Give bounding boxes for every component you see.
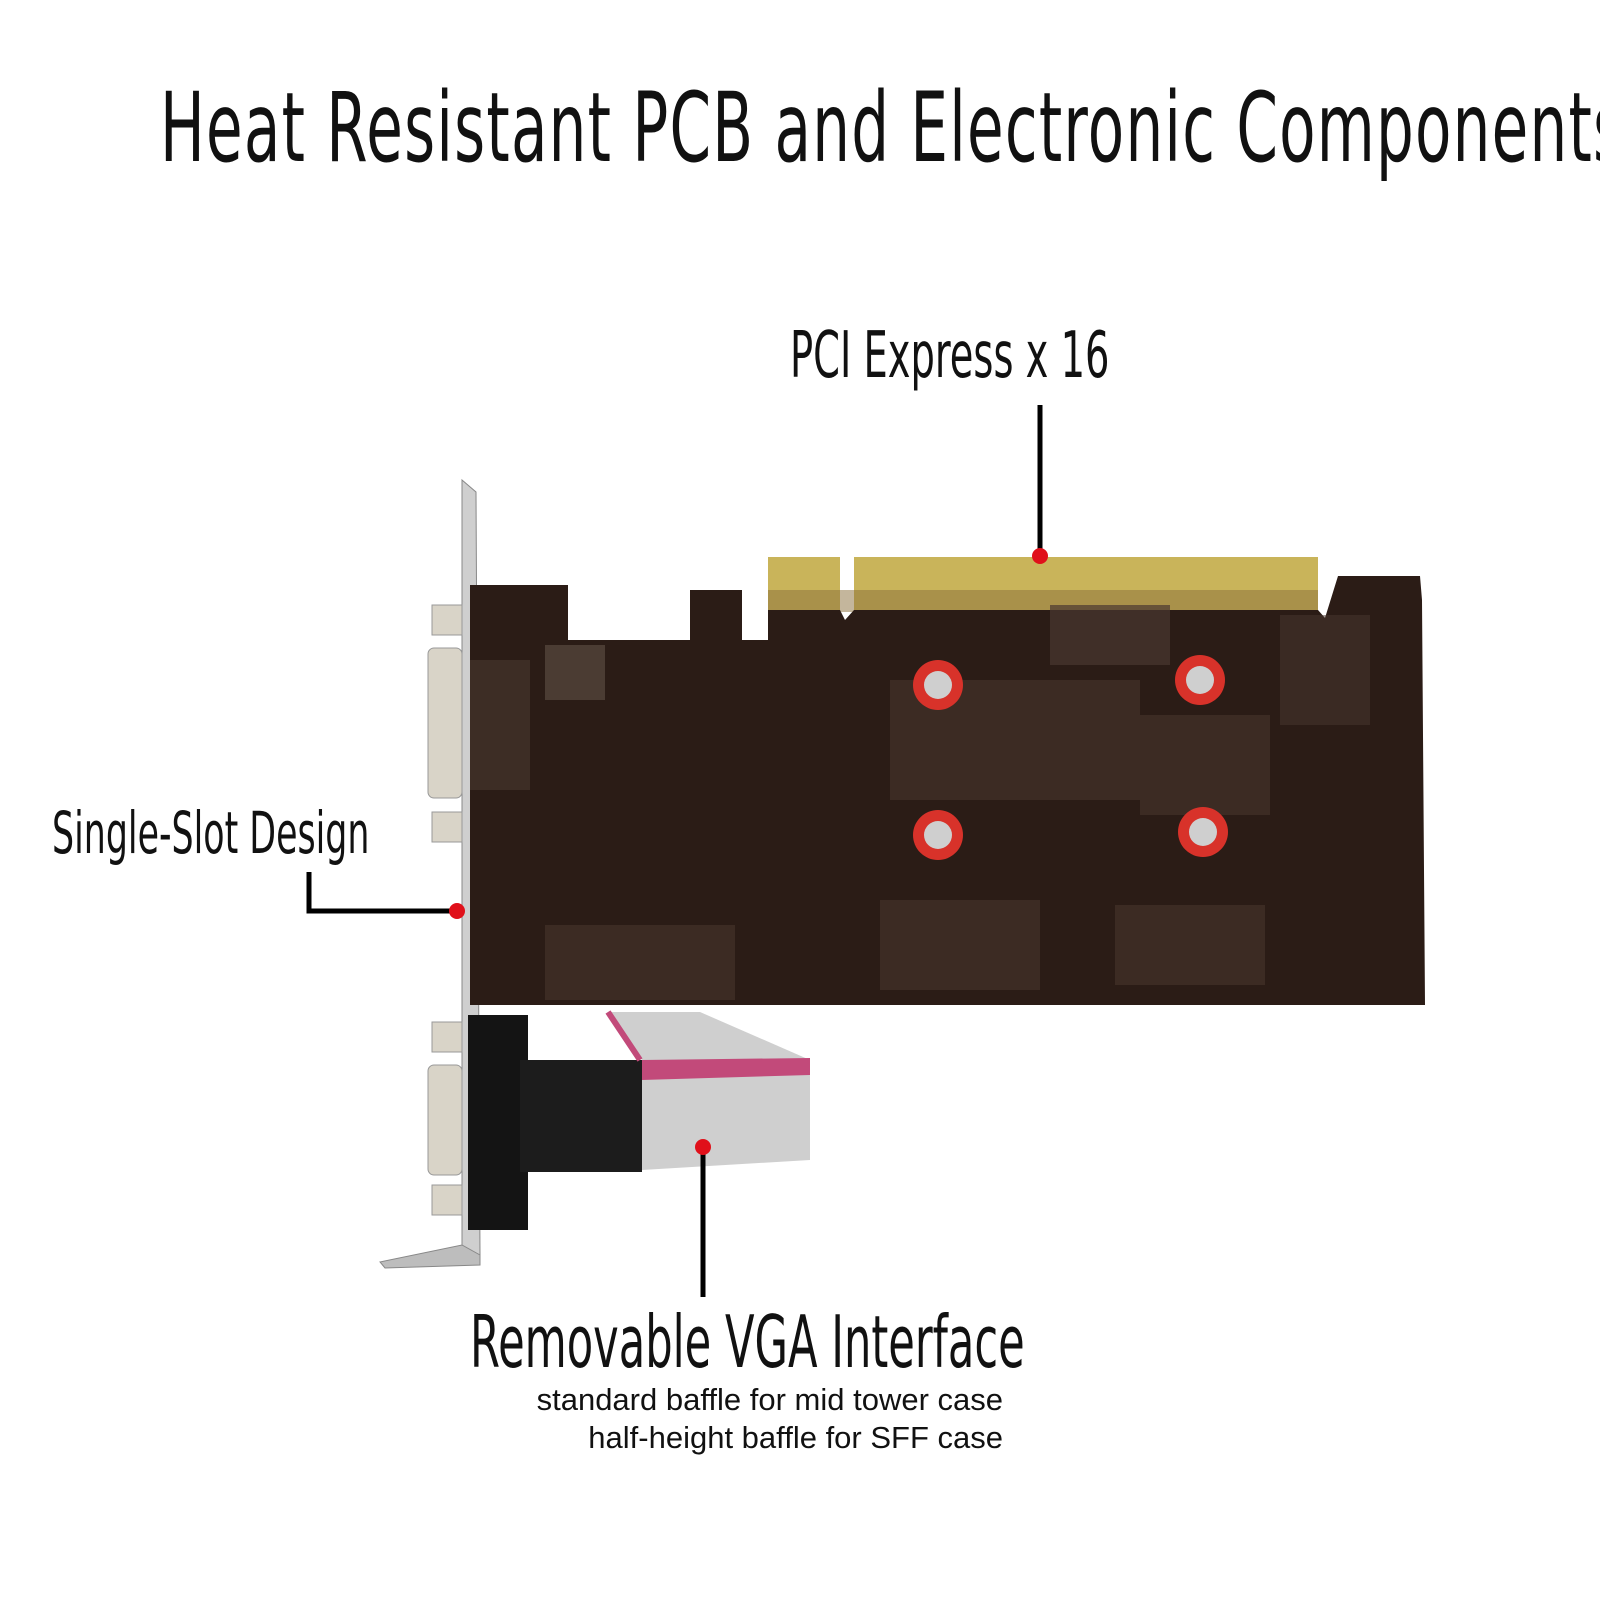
removable-vga-module	[468, 1010, 810, 1230]
pci-express-gold-fingers	[768, 557, 1318, 617]
pci-express-label: PCI Express x 16	[790, 319, 1110, 393]
vga-subtitle-half-height: half-height baffle for SFF case	[588, 1420, 1003, 1455]
heatsink-screws	[913, 655, 1228, 860]
vga-callout-dot	[695, 1139, 711, 1155]
vga-subtitle-standard: standard baffle for mid tower case	[536, 1382, 1003, 1417]
mounting-bracket	[379, 478, 481, 1269]
callout-lines	[306, 405, 1048, 1297]
pcb-board	[470, 576, 1425, 1005]
pci-callout-dot	[1032, 548, 1048, 564]
removable-vga-label: Removable VGA Interface	[470, 1300, 1025, 1384]
single-slot-label: Single-Slot Design	[52, 799, 370, 867]
slot-callout-dot	[449, 903, 465, 919]
page-title: Heat Resistant PCB and Electronic Compon…	[160, 72, 1600, 184]
